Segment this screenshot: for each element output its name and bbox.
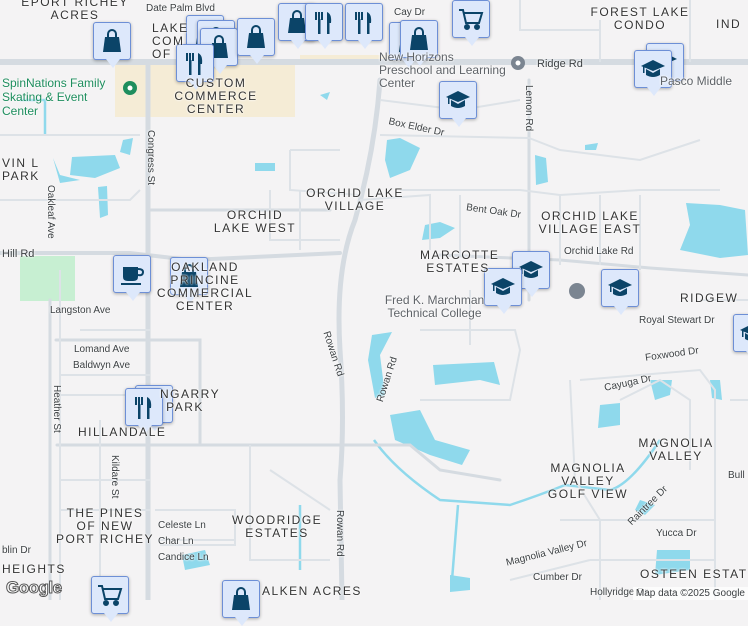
shopping-icon	[409, 27, 429, 51]
area-label: CUSTOM COMMERCE CENTER	[174, 76, 258, 116]
area-label: EPORT RICHEY ACRES	[21, 0, 129, 22]
street-label: Baldwyn Ave	[73, 360, 131, 371]
restaurant-marker[interactable]	[345, 3, 383, 49]
area-label: HILLANDALE	[78, 425, 167, 439]
area-label: OSTEEN ESTAT	[640, 567, 748, 581]
restaurant-marker[interactable]	[176, 44, 214, 90]
street-label: Heather St	[51, 385, 62, 433]
canals	[20, 98, 662, 581]
street-label: Bull	[728, 470, 745, 481]
minor-roads	[0, 0, 748, 600]
map-attribution[interactable]: Map data ©2025 Google	[632, 587, 748, 600]
poi-label-college[interactable]: Fred K. Marchman Technical College	[384, 293, 485, 320]
area-label: ORCHID LAKE VILLAGE	[306, 186, 404, 213]
street-label: Hollyridge Dr	[590, 587, 648, 598]
grocery-icon	[97, 585, 122, 606]
shopping-marker[interactable]	[237, 18, 275, 64]
cafe-icon	[120, 266, 144, 286]
shopping-marker[interactable]	[93, 22, 131, 68]
street-label: Langston Ave	[50, 305, 111, 316]
street-label: blin Dr	[2, 545, 31, 556]
area-label: RIDGEW	[680, 291, 739, 305]
poi-label-skating[interactable]: SpinNations Family Skating & Event Cente…	[2, 76, 106, 118]
area-label: NGARRY PARK	[160, 387, 221, 414]
school-icon	[446, 91, 470, 108]
area-label: WOODRIDGE ESTATES	[232, 513, 323, 540]
shopping-marker[interactable]	[170, 257, 208, 303]
street-label: Oakleaf Ave	[45, 185, 56, 239]
school-marker[interactable]	[634, 50, 672, 96]
restaurant-icon	[135, 397, 152, 419]
water-bodies	[53, 92, 748, 592]
street-label: Date Palm Blvd	[146, 3, 215, 14]
area-label: ORCHID LAKE VILLAGE EAST	[538, 209, 642, 236]
shopping-marker[interactable]	[400, 20, 438, 66]
area-label: MARCOTTE ESTATES	[420, 248, 500, 275]
school-marker[interactable]	[601, 269, 639, 315]
school-icon	[608, 279, 632, 296]
area-label: IND	[716, 17, 742, 31]
grocery-marker[interactable]	[452, 0, 490, 46]
school-marker[interactable]	[439, 81, 477, 127]
poi-label-preschool[interactable]: New Horizons Preschool and Learning Cent…	[379, 50, 506, 90]
grocery-icon	[458, 9, 483, 30]
street-label: Congress St	[145, 130, 156, 186]
area-label: VIN L PARK	[2, 156, 40, 183]
restaurant-marker[interactable]	[305, 3, 343, 49]
area-label: ORCHID LAKE WEST	[213, 208, 297, 235]
pin-dot	[127, 85, 133, 91]
street-label: Yucca Dr	[656, 528, 697, 539]
park-area	[20, 256, 75, 301]
area-label: ALKEN ACRES	[262, 584, 362, 598]
restaurant-icon	[315, 12, 332, 34]
school-icon	[740, 324, 748, 341]
area-label: OAKLAND PRINCINE COMMERCIAL CENTER	[156, 260, 254, 313]
area-label: THE PINES OF NEW PORT RICHEY	[55, 506, 155, 546]
area-label: LAKE COM OF	[152, 21, 189, 61]
street-label: Cumber Dr	[533, 572, 582, 583]
shopping-icon	[231, 587, 251, 611]
area-label: MAGNOLIA VALLEY GOLF VIEW	[547, 461, 629, 501]
school-marker[interactable]	[484, 268, 522, 314]
shopping-icon	[246, 25, 266, 49]
street-label: Royal Stewart Dr	[639, 315, 715, 326]
street-label: Ridge Rd	[537, 58, 583, 70]
street-label: Char Ln	[158, 536, 194, 547]
pin-dot	[515, 60, 521, 66]
street-label: Lomand Ave	[74, 344, 130, 355]
school-marker[interactable]	[733, 314, 748, 360]
street-label: Candice Ln	[158, 552, 209, 563]
shopping-marker[interactable]	[222, 580, 260, 626]
street-label: Cay Dr	[394, 7, 426, 18]
street-label: Kildare St	[109, 455, 120, 499]
poi-label-middle-school[interactable]: Pasco Middle	[660, 74, 733, 88]
map-canvas[interactable]	[0, 0, 748, 600]
area-label: HEIGHTS	[2, 562, 66, 576]
restaurant-marker[interactable]	[125, 388, 163, 434]
street-label: Rowan Rd	[334, 510, 345, 557]
google-logo: Google	[6, 578, 63, 598]
area-label: MAGNOLIA VALLEY	[638, 436, 714, 463]
area-label: FOREST LAKE CONDO	[590, 5, 690, 32]
cafe-marker[interactable]	[113, 255, 151, 301]
college-pin[interactable]	[569, 283, 585, 299]
street-label: Orchid Lake Rd	[564, 246, 634, 257]
street-label: Celeste Ln	[158, 520, 206, 531]
street-label: Hill Rd	[2, 248, 35, 260]
restaurant-icon	[355, 12, 372, 34]
shopping-icon	[102, 29, 122, 53]
street-label: Lemon Rd	[523, 85, 534, 132]
grocery-marker[interactable]	[91, 576, 129, 622]
